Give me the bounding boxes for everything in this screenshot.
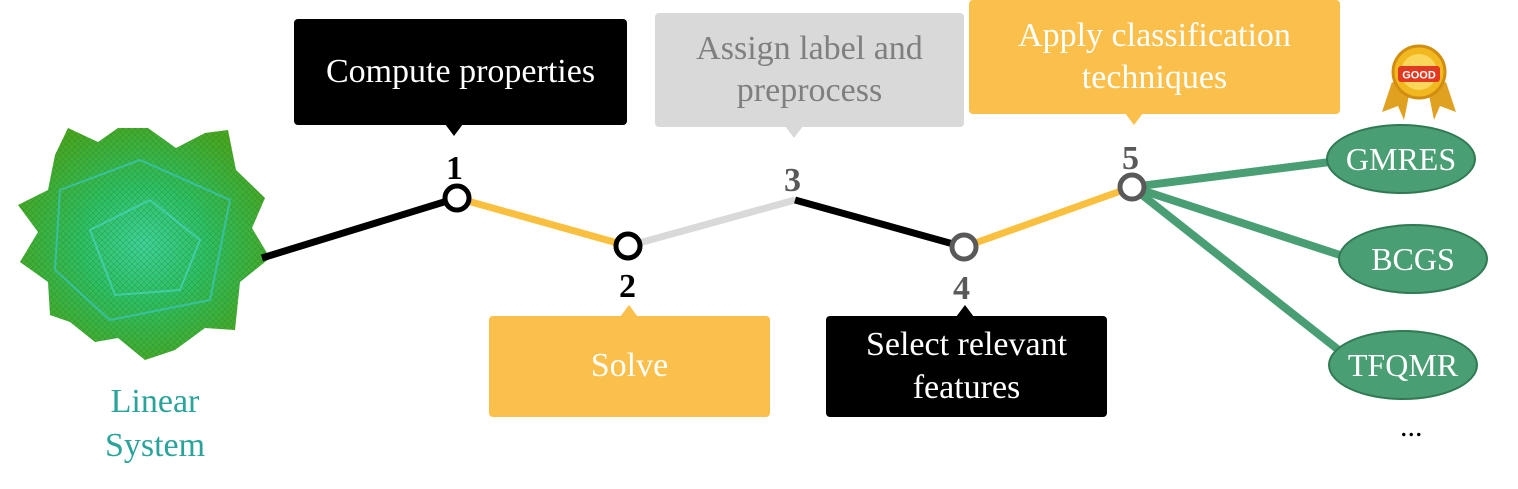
segment-step3-to-step4 bbox=[794, 196, 965, 251]
step4-node bbox=[949, 232, 979, 262]
step4-number: 4 bbox=[953, 270, 970, 307]
segment-step1-to-step2 bbox=[456, 194, 629, 250]
step3-number: 3 bbox=[784, 162, 801, 199]
step3-callout-pointer bbox=[785, 126, 803, 138]
step5-callout-pointer bbox=[1125, 113, 1143, 125]
badge-text: GOOD bbox=[1402, 70, 1436, 82]
step2-callout-pointer bbox=[620, 305, 638, 317]
step2-callout: Solve bbox=[489, 305, 770, 417]
step1-number: 1 bbox=[446, 150, 463, 187]
segment-step4-to-step5 bbox=[962, 183, 1134, 251]
step2-number: 2 bbox=[619, 268, 636, 305]
step2-node bbox=[613, 231, 643, 261]
solver-gmres: GMRES bbox=[1326, 124, 1476, 194]
branch-to-tfqmr bbox=[1129, 183, 1348, 359]
branch-to-bcgs bbox=[1130, 183, 1342, 259]
step4-callout-pointer bbox=[956, 305, 974, 317]
segment-system-to-step1 bbox=[260, 194, 459, 262]
step2-label: Solve bbox=[590, 347, 669, 385]
good-badge-icon: GOOD bbox=[1382, 44, 1456, 120]
solver-bcgs: BCGS bbox=[1338, 224, 1488, 294]
step1-callout: Compute properties bbox=[294, 19, 627, 136]
step1-label: Compute properties bbox=[325, 53, 596, 90]
step1-node bbox=[442, 183, 472, 213]
step5-number: 5 bbox=[1122, 140, 1139, 177]
solver-tfqmr: TFQMR bbox=[1328, 330, 1478, 400]
step1-callout-pointer bbox=[445, 124, 463, 136]
branch-to-gmres bbox=[1131, 158, 1331, 191]
linear-system-mesh-icon bbox=[18, 128, 270, 360]
solvers-more: ... bbox=[1400, 410, 1423, 443]
step5-node bbox=[1117, 172, 1147, 202]
segment-step2-to-step3 bbox=[627, 196, 796, 250]
